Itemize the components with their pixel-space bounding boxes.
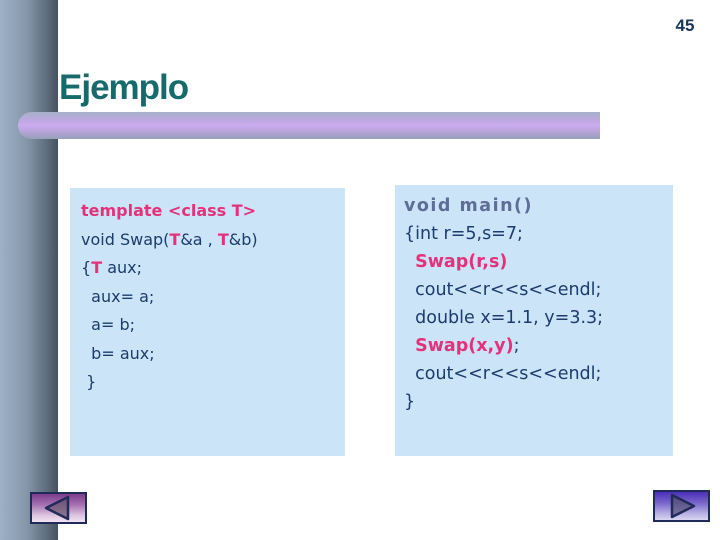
code-line: cout<<r<<s<<endl; [404,276,669,304]
code-segment: template <class T> [81,201,257,220]
code-line: void Swap(T&a , T&b) [81,226,339,255]
code-segment: T [217,229,229,249]
code-segment: cout<<r<<s<<endl; [404,364,602,384]
code-segment: { [81,258,92,277]
code-line: void main() [404,192,669,220]
code-segment: void Swap( [81,229,170,249]
code-segment: double x=1.1, y=3.3; [404,308,604,328]
code-line: {T aux; [81,254,339,283]
next-slide-button[interactable] [653,490,710,522]
code-segment: } [81,372,97,391]
code-segment [404,336,415,356]
code-segment: b= aux; [81,343,155,363]
code-segment: &a , [180,229,218,249]
code-segment: } [404,392,416,412]
code-line: b= aux; [81,340,339,369]
code-segment: {int r=5,s=7; [404,224,523,244]
code-segment: void main() [404,196,534,216]
code-segment: aux; [102,258,142,277]
code-segment [404,252,415,272]
code-segment: Swap(r,s) [415,252,508,272]
code-line: template <class T> [81,197,339,226]
code-segment: T [91,258,103,277]
code-line: Swap(r,s) [404,248,669,276]
code-segment: cout<<r<<s<<endl; [404,280,602,300]
code-line: Swap(x,y); [404,332,669,360]
code-box-main-usage: void main() {int r=5,s=7; Swap(r,s) cout<… [395,185,673,456]
code-line: aux= a; [81,283,339,312]
sidebar-gradient-bar [0,0,58,540]
back-triangle-icon [32,494,85,522]
code-line: double x=1.1, y=3.3; [404,304,669,332]
code-line: cout<<r<<s<<endl; [404,360,669,388]
code-line: {int r=5,s=7; [404,220,669,248]
code-segment: &b) [228,229,258,249]
code-line: } [81,368,339,397]
code-segment: aux= a; [81,286,155,306]
title-underline-bar [18,112,600,139]
previous-slide-button[interactable] [30,492,87,524]
page-number: 45 [675,16,695,35]
code-segment: T [169,229,181,249]
code-segment: a= b; [81,315,136,334]
code-line: } [404,388,669,416]
forward-triangle-icon [655,492,708,520]
slide-title: Ejemplo [59,68,189,107]
code-segment: ; [513,336,520,356]
code-line: a= b; [81,311,339,340]
code-box-template-definition: template <class T>void Swap(T&a , T&b){T… [70,188,345,456]
code-segment: Swap(x,y) [415,336,514,356]
